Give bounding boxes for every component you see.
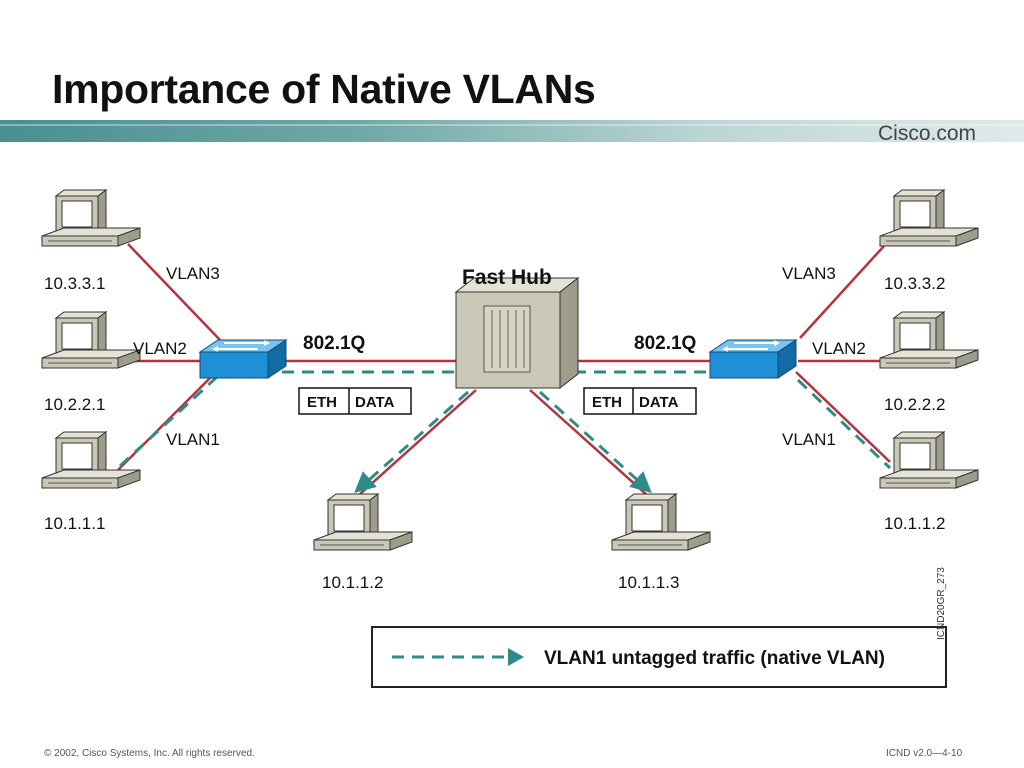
native-path-hub-b	[538, 390, 652, 494]
frame-right: ETH DATA	[583, 387, 697, 415]
link-right-vlan1	[795, 371, 891, 463]
frame-right-eth: ETH	[592, 394, 622, 411]
figure-code: ICND20GR_273	[936, 567, 947, 640]
left-ip-vlan3: 10.3.3.1	[44, 274, 105, 293]
slide-title: Importance of Native VLANs	[52, 66, 596, 112]
left-vlan2-label: VLAN2	[133, 339, 187, 358]
switch-right	[709, 339, 797, 379]
trunk-left-label: 802.1Q	[303, 333, 365, 354]
native-path-left	[118, 374, 220, 468]
header-band	[0, 120, 1024, 142]
left-ip-vlan1: 10.1.1.1	[44, 514, 105, 533]
right-ip-vlan1: 10.1.1.2	[884, 514, 945, 533]
frame-left-data: DATA	[355, 394, 395, 411]
pc-left-vlan3	[41, 189, 141, 247]
left-vlan1-label: VLAN1	[166, 430, 220, 449]
right-vlan3-label: VLAN3	[782, 264, 836, 283]
legend-arrow-icon	[508, 648, 524, 666]
native-path-right	[796, 378, 892, 470]
right-ip-vlan2: 10.2.2.2	[884, 395, 945, 414]
right-vlan1-label: VLAN1	[782, 430, 836, 449]
pc-left-vlan2	[41, 311, 141, 369]
frame-left-eth: ETH	[307, 394, 337, 411]
right-vlan2-label: VLAN2	[812, 339, 866, 358]
switch-left	[199, 339, 287, 379]
fast-hub	[454, 276, 580, 390]
pc-right-vlan1	[879, 431, 979, 489]
link-right-vlan3	[799, 245, 885, 339]
hub-host-a-ip: 10.1.1.2	[322, 573, 383, 592]
left-vlan3-label: VLAN3	[166, 264, 220, 283]
brand-label: Cisco.com	[878, 122, 977, 145]
native-path-hub-a	[354, 390, 469, 493]
link-hub-host-b	[529, 389, 649, 497]
right-ip-vlan3: 10.3.3.2	[884, 274, 945, 293]
legend: VLAN1 untagged traffic (native VLAN)	[371, 626, 947, 688]
trunk-right-label: 802.1Q	[634, 333, 696, 354]
hub-host-b-ip: 10.1.1.3	[618, 573, 679, 592]
left-ip-vlan2: 10.2.2.1	[44, 395, 105, 414]
frame-left: ETH DATA	[298, 387, 412, 415]
footer-copyright: © 2002, Cisco Systems, Inc. All rights r…	[44, 748, 255, 759]
legend-text: VLAN1 untagged traffic (native VLAN)	[544, 648, 885, 669]
header-band-stripe	[0, 124, 1024, 126]
footer-slide-number: ICND v2.0—4-10	[886, 748, 963, 759]
pc-right-vlan3	[879, 189, 979, 247]
link-hub-host-a	[359, 389, 477, 495]
pc-right-vlan2	[879, 311, 979, 369]
link-left-vlan3	[127, 243, 221, 341]
pc-hub-host-b	[611, 493, 711, 551]
hub-label: Fast Hub	[462, 266, 552, 289]
pc-hub-host-a	[313, 493, 413, 551]
frame-right-data: DATA	[639, 394, 679, 411]
